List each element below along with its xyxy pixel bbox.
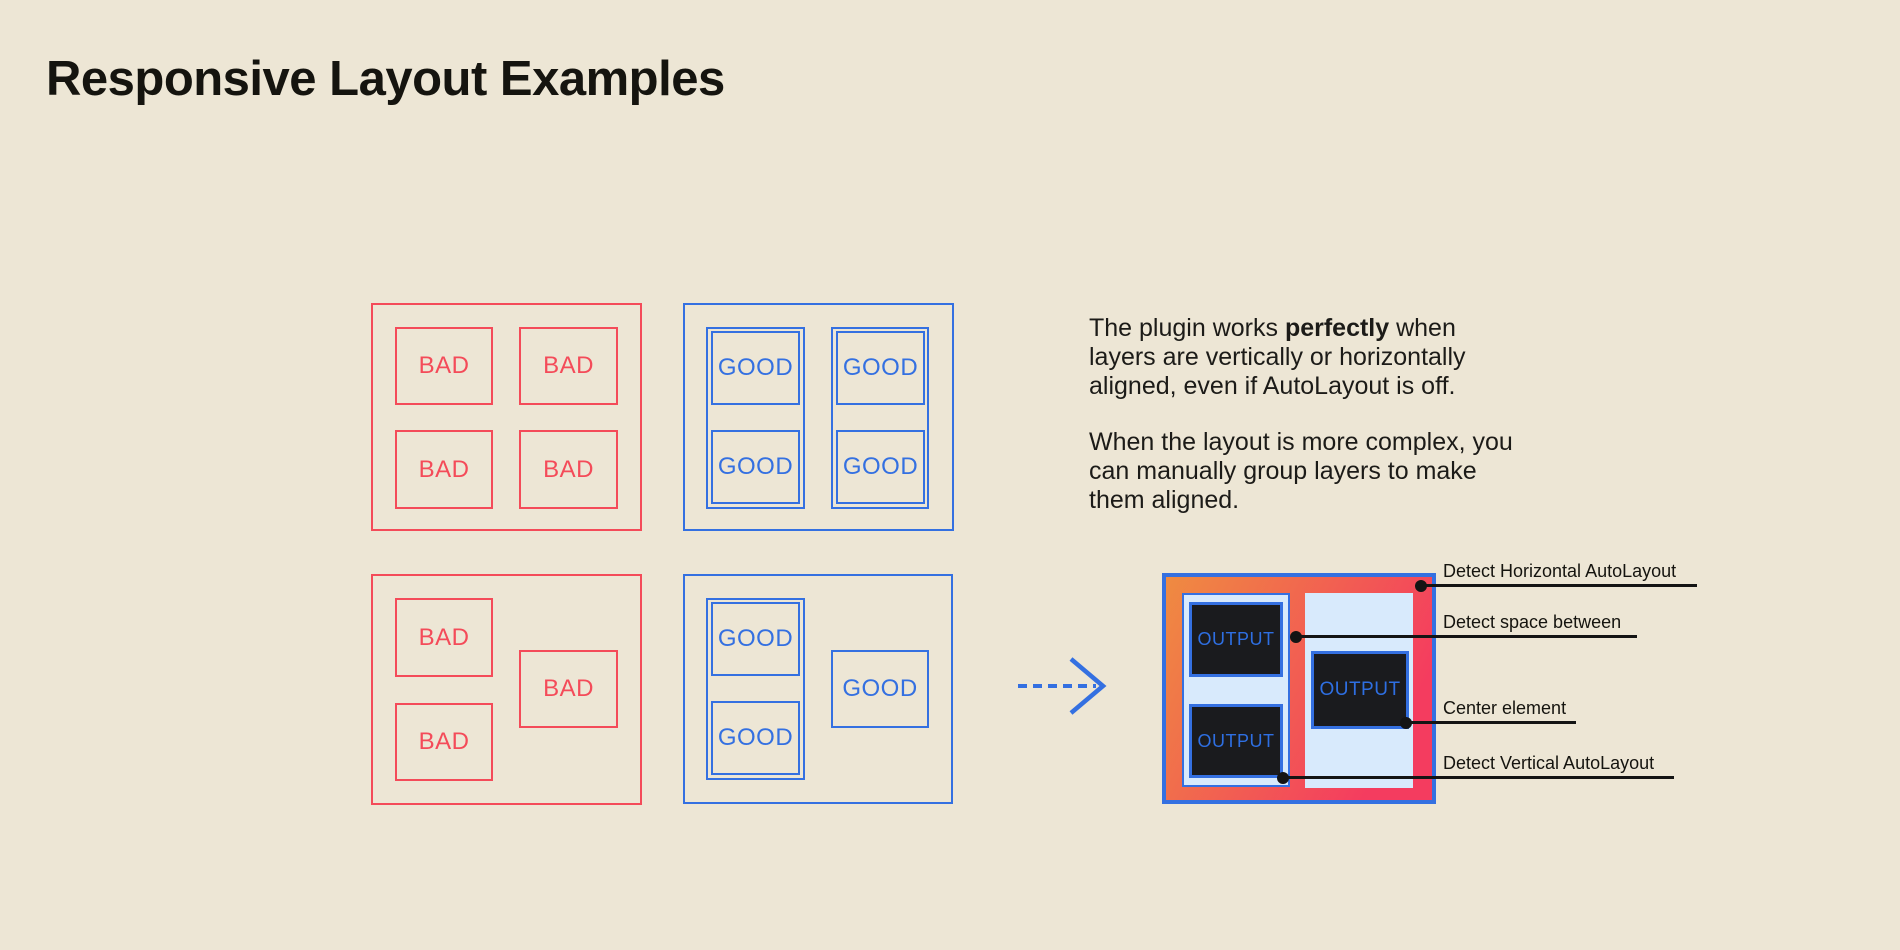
bad-box: BAD [519, 650, 618, 728]
output-label: OUTPUT [1319, 679, 1401, 700]
good-label: GOOD [717, 724, 794, 751]
good-box: GOOD [711, 430, 800, 504]
good-box: GOOD [711, 602, 800, 676]
description-line: When the layout is more complex, you [1089, 428, 1513, 456]
description-text: The plugin works perfectly when layers a… [1089, 314, 1559, 515]
bad-label: BAD [418, 728, 470, 755]
good-label: GOOD [842, 453, 919, 480]
annotation-label-horizontal-autolayout: Detect Horizontal AutoLayout [1443, 561, 1677, 581]
annotation-leader-line [1296, 635, 1637, 638]
description-line: aligned, even if AutoLayout is off. [1089, 372, 1456, 400]
annotation-leader-line [1406, 721, 1576, 724]
page-title: Responsive Layout Examples [46, 52, 725, 106]
bad-label: BAD [418, 623, 470, 651]
transform-arrow-icon [1018, 657, 1107, 715]
description-line: layers are vertically or horizontally [1089, 343, 1466, 371]
output-box: OUTPUT [1189, 602, 1283, 677]
bad-example-complex-frame: BAD BAD BAD [371, 574, 642, 805]
paragraph-gap [1089, 401, 1559, 428]
annotation-dot [1277, 772, 1289, 784]
bad-box: BAD [519, 327, 618, 405]
good-label: GOOD [842, 354, 919, 381]
bad-label: BAD [418, 455, 470, 483]
output-label: OUTPUT [1197, 730, 1275, 751]
good-group: GOOD GOOD [831, 327, 929, 509]
output-vertical-group: OUTPUT OUTPUT [1182, 593, 1290, 787]
annotation-label-space-between: Detect space between [1443, 612, 1622, 632]
good-label: GOOD [717, 354, 794, 381]
bad-box: BAD [395, 327, 493, 405]
annotation-dot [1415, 580, 1427, 592]
annotation-leader-line [1421, 584, 1697, 587]
good-box: GOOD [836, 430, 925, 504]
good-group: GOOD GOOD [706, 327, 805, 509]
description-line: can manually group layers to make [1089, 457, 1477, 485]
good-box: GOOD [711, 331, 800, 405]
good-group: GOOD GOOD [706, 598, 805, 780]
description-line: The plugin works perfectly when [1089, 314, 1456, 342]
output-result-frame: OUTPUT OUTPUT OUTPUT [1162, 573, 1436, 804]
output-center-panel: OUTPUT [1305, 593, 1413, 788]
description-line: them aligned. [1089, 486, 1240, 514]
bad-example-aligned-frame: BAD BAD BAD BAD [371, 303, 642, 531]
annotation-label-center-element: Center element [1443, 698, 1567, 718]
annotation-label-vertical-autolayout: Detect Vertical AutoLayout [1443, 753, 1655, 773]
good-label: GOOD [717, 453, 794, 480]
bad-box: BAD [395, 703, 493, 781]
good-example-complex-frame: GOOD GOOD GOOD [683, 574, 953, 804]
bad-label: BAD [418, 352, 470, 379]
output-label: OUTPUT [1197, 629, 1275, 649]
good-box: GOOD [711, 701, 800, 775]
bad-box: BAD [395, 598, 493, 677]
good-label: GOOD [842, 675, 918, 702]
good-box: GOOD [831, 650, 929, 728]
annotation-dot [1290, 631, 1302, 643]
bad-label: BAD [543, 352, 594, 379]
annotation-dot [1400, 717, 1412, 729]
good-example-aligned-frame: GOOD GOOD GOOD GOOD [683, 303, 954, 531]
good-label: GOOD [717, 625, 794, 652]
good-box: GOOD [836, 331, 925, 405]
annotation-leader-line [1283, 776, 1674, 779]
bad-box: BAD [395, 430, 493, 509]
bad-label: BAD [543, 675, 594, 702]
bad-box: BAD [519, 430, 618, 509]
output-box: OUTPUT [1311, 651, 1409, 729]
bad-label: BAD [543, 455, 594, 483]
output-box: OUTPUT [1189, 704, 1283, 778]
